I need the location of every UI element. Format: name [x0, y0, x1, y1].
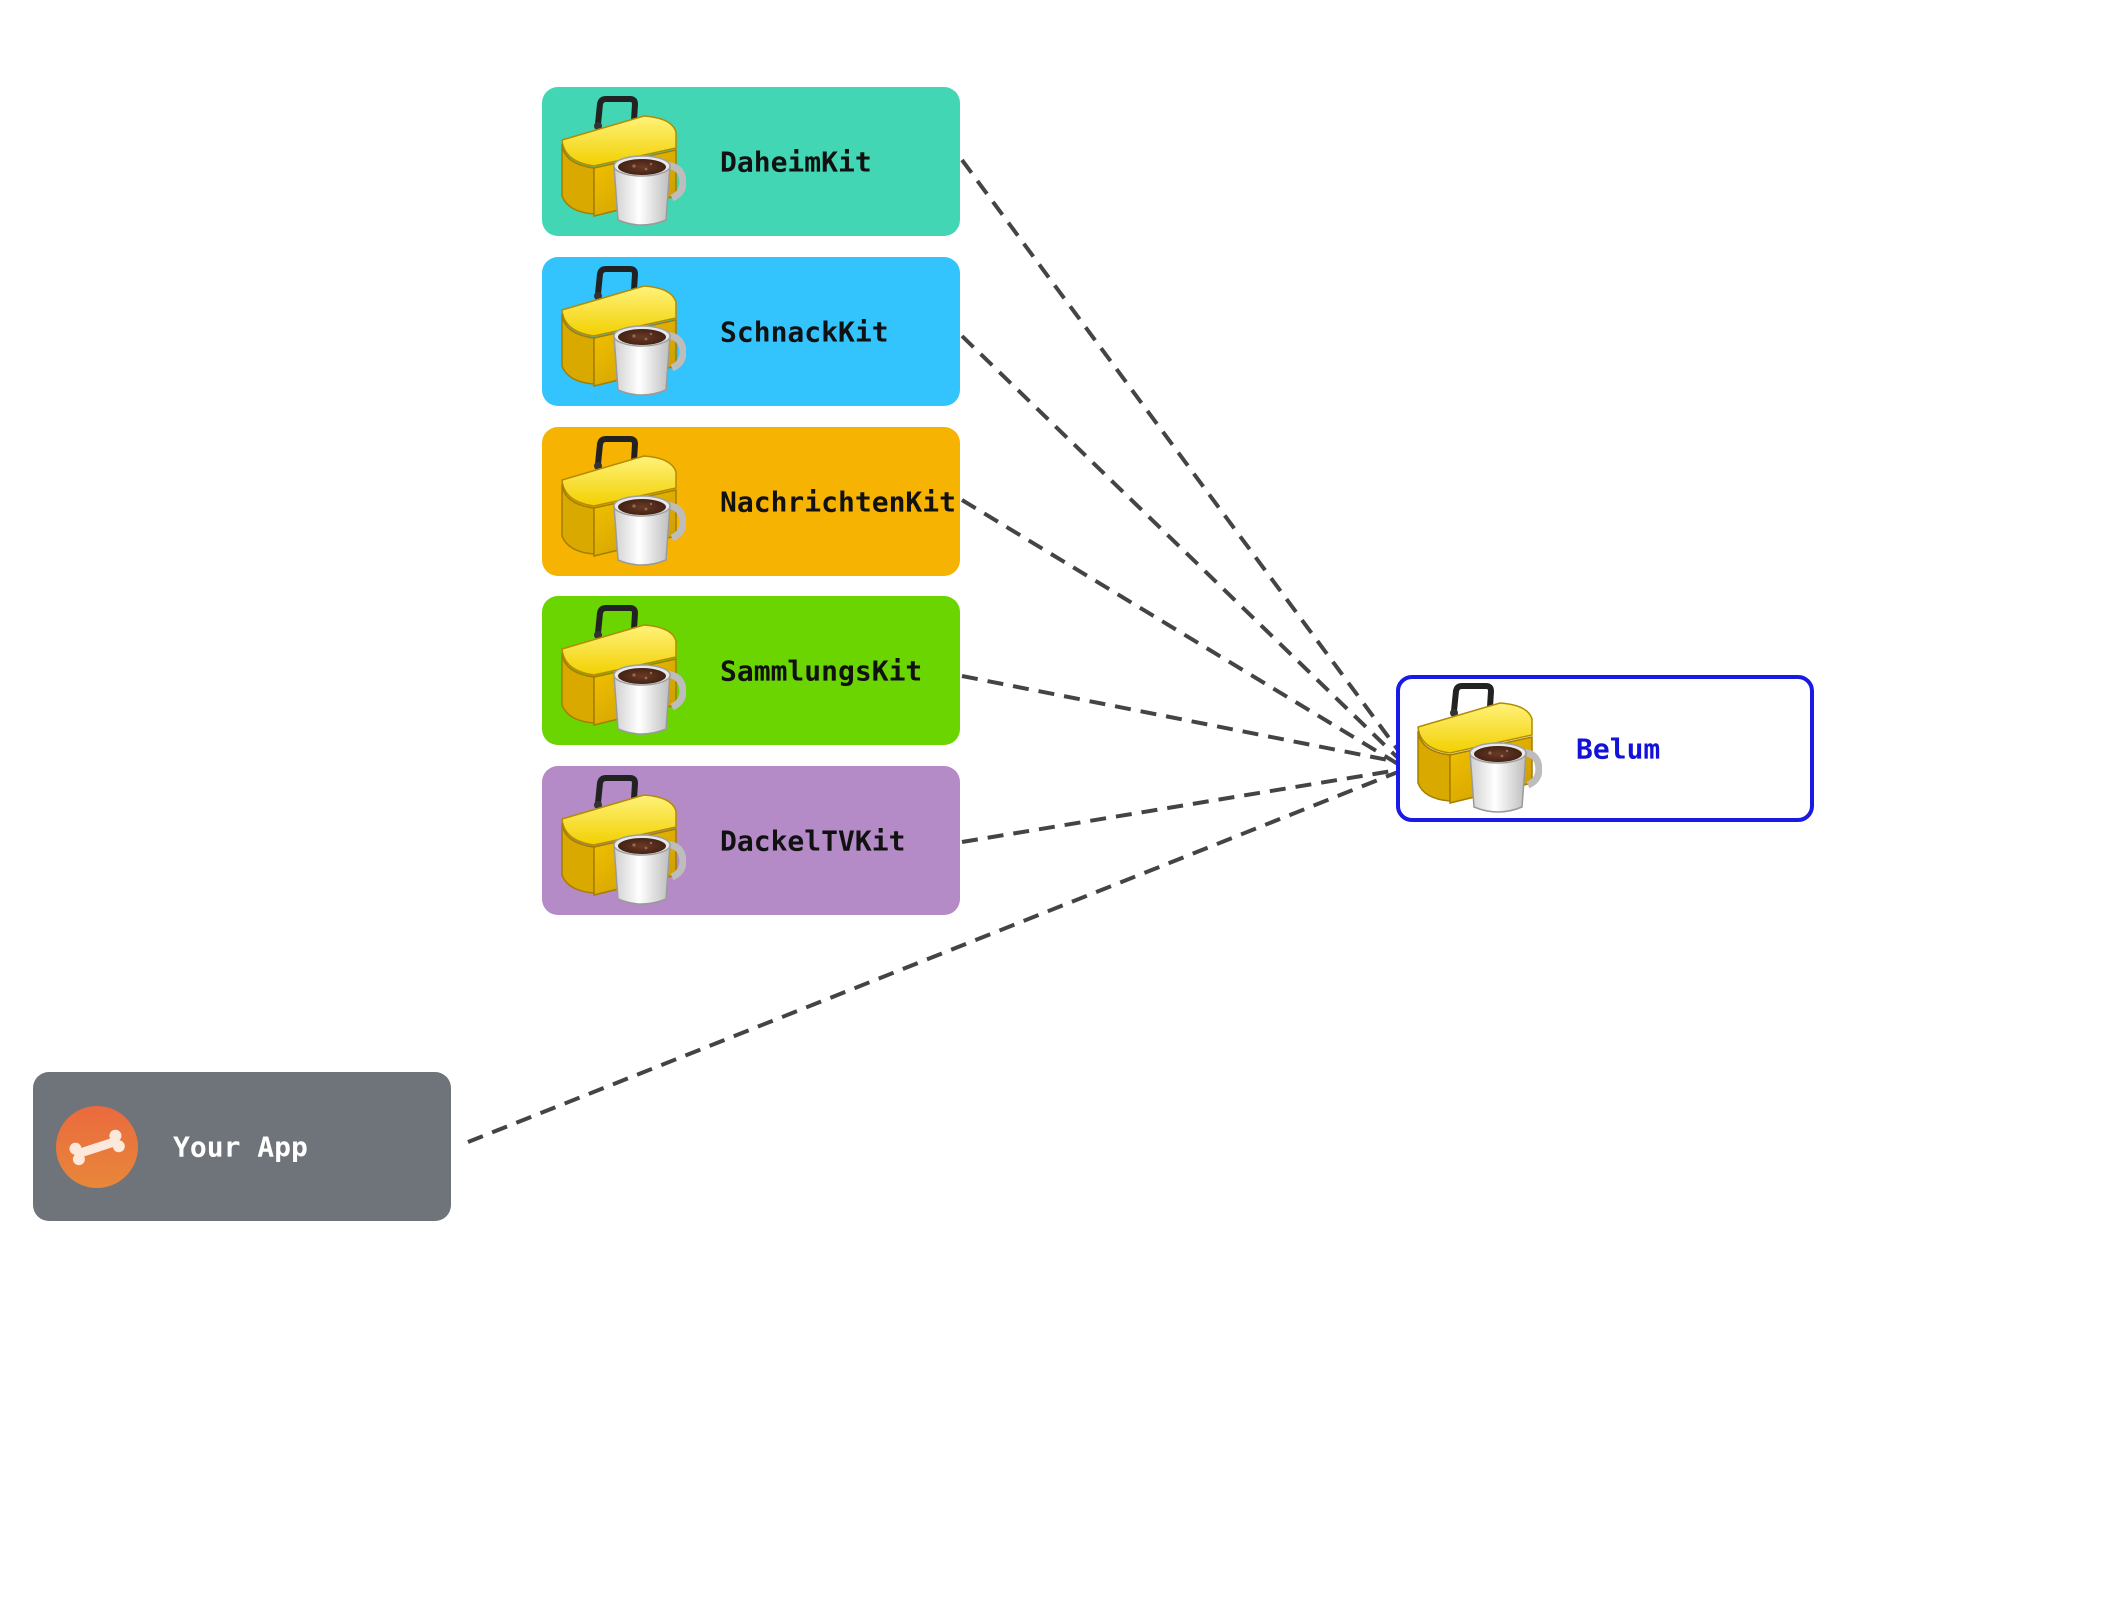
toolbox-coffee-icon — [1410, 683, 1542, 815]
node-schnackkit[interactable]: SchnackKit — [542, 257, 960, 406]
edge-nachrichtenkit-belum — [960, 498, 1400, 766]
toolbox-coffee-icon — [554, 436, 686, 568]
node-belum[interactable]: Belum — [1396, 675, 1814, 822]
node-your-app[interactable]: Your App — [33, 1072, 451, 1221]
edge-dackeltvkit-belum — [961, 768, 1399, 844]
node-label: SchnackKit — [720, 315, 889, 348]
node-label: Your App — [173, 1130, 308, 1163]
toolbox-coffee-icon — [554, 266, 686, 398]
toolbox-coffee-icon — [554, 775, 686, 907]
node-sammlungskit[interactable]: SammlungsKit — [542, 596, 960, 745]
node-label: NachrichtenKit — [720, 485, 957, 518]
edge-sammlungskit-belum — [961, 674, 1399, 764]
edge-schnackkit-belum — [960, 334, 1400, 760]
node-nachrichtenkit[interactable]: NachrichtenKit — [542, 427, 960, 576]
node-dackeltvkit[interactable]: DackelTVKit — [542, 766, 960, 915]
toolbox-coffee-icon — [554, 96, 686, 228]
bone-app-icon — [56, 1105, 138, 1188]
node-label: DaheimKit — [720, 145, 872, 178]
node-label: Belum — [1576, 732, 1661, 765]
node-label: DackelTVKit — [720, 824, 906, 857]
node-daheimkit[interactable]: DaheimKit — [542, 87, 960, 236]
edge-daheimkit-belum — [960, 158, 1400, 752]
node-label: SammlungsKit — [720, 654, 923, 687]
toolbox-coffee-icon — [554, 605, 686, 737]
